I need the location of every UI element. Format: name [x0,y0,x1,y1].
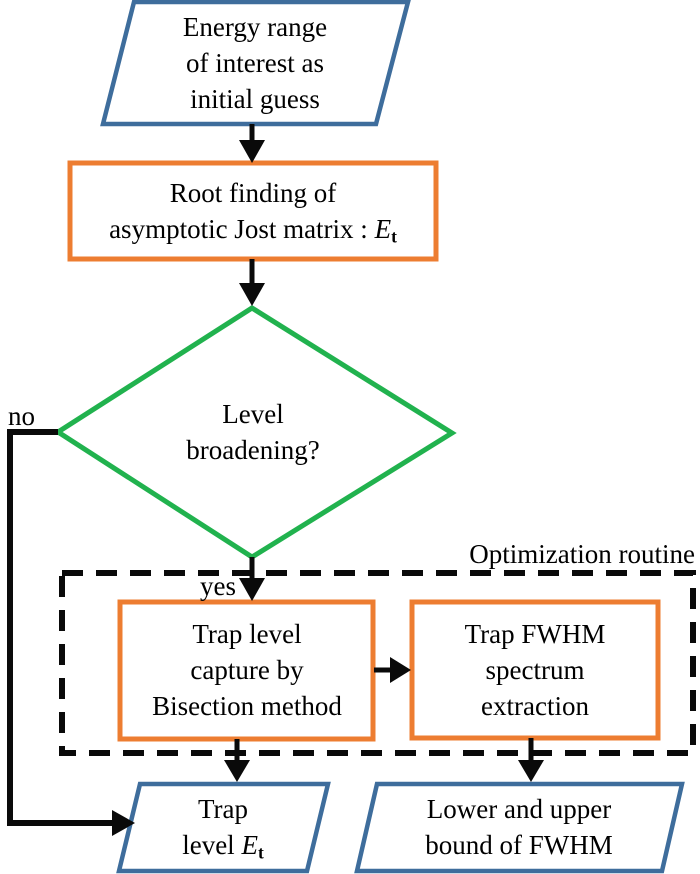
energy-subscript: t [257,842,264,863]
optimization-routine-label: Optimization routine [469,539,695,569]
trap-level-output-parallelogram [116,781,331,874]
energy-symbol: E [374,214,392,244]
root-finding-line1: Root finding of [169,178,337,208]
fwhm-extraction-line2: spectrum [485,655,585,685]
fwhm-output-line1: Lower and upper [426,794,612,824]
decision-text: Level broadening? [133,396,373,468]
start-line2: of interest as [186,48,324,78]
arrow-extraction-to-output-head [518,760,544,782]
fwhm-extraction-line3: extraction [481,691,589,721]
start-parallelogram [100,0,411,127]
bisection-line3: Bisection method [152,691,342,721]
fwhm-output-parallelogram [354,781,685,874]
fwhm-output-text: Lower and upper bound of FWHM [364,791,674,863]
arrow-no-elbow-line [7,429,114,826]
energy-subscript: t [391,226,397,247]
bisection-text: Trap level capture by Bisection method [124,616,370,724]
decision-line1: Level [222,399,284,429]
bisection-line2: capture by [190,655,304,685]
start-line3: initial guess [190,84,320,114]
arrow-start-to-rootfinding-head [239,140,265,163]
root-finding-line2: asymptotic Jost matrix : Et [109,214,397,247]
arrow-bisection-to-extraction-head [390,657,411,683]
arrow-rootfinding-to-decision-head [239,283,265,306]
start-line1: Energy range [182,12,328,42]
arrow-bisection-to-output-head [224,760,250,782]
trap-level-output-line1: Trap [197,794,249,824]
fwhm-output-line2: bound of FWHM [425,830,613,860]
energy-symbol: E [241,830,258,860]
yes-label: yes [200,571,236,601]
fwhm-extraction-box [409,599,661,741]
start-text: Energy range of interest as initial gues… [110,9,400,117]
decision-line2: broadening? [186,435,320,465]
fwhm-extraction-text: Trap FWHM spectrum extraction [414,616,656,724]
optimization-routine-dashed-box [59,570,696,756]
arrow-yes-head [239,578,265,601]
no-label: no [8,401,35,431]
fwhm-extraction-line1: Trap FWHM [464,619,606,649]
arrow-no-head [112,810,135,836]
bisection-box [117,599,376,742]
trap-level-output-line2: level Et [182,830,264,863]
bisection-line1: Trap level [192,619,302,649]
trap-level-output-text: Trap level Et [128,791,318,870]
root-finding-text: Root finding of asymptotic Jost matrix :… [75,175,431,254]
